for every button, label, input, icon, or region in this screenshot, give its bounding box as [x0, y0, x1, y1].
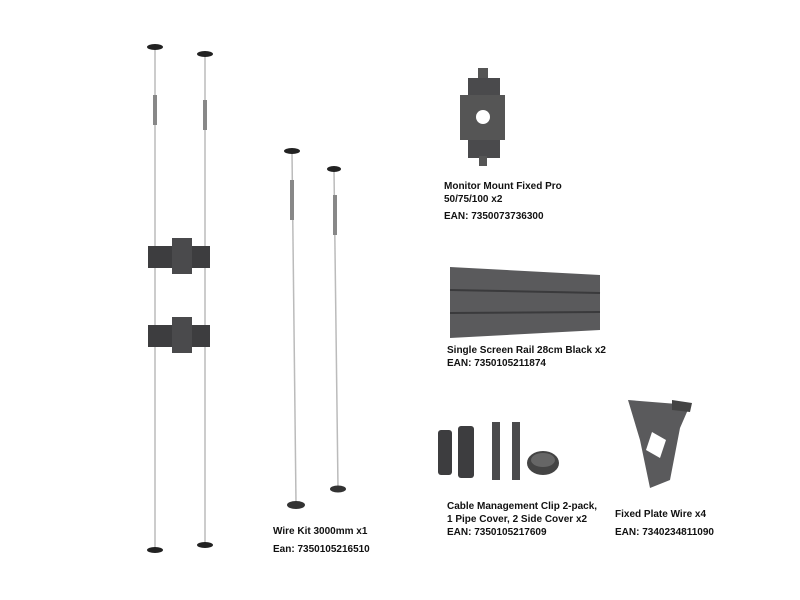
wire-kit-label: Wire Kit 3000mm x1 Ean: 7350105216510 — [273, 525, 370, 556]
item-ean: EAN: 7340234811090 — [615, 527, 714, 538]
fixed-plate-wire-illustration — [628, 400, 692, 488]
item-ean: EAN: 7350073736300 — [444, 211, 544, 222]
monitor-mount-label: Monitor Mount Fixed Pro 50/75/100 x2 EAN… — [444, 180, 562, 223]
item-name: Monitor Mount Fixed Pro — [444, 181, 562, 192]
item-name: 50/75/100 x2 — [444, 194, 503, 205]
item-ean: EAN: 7350105211874 — [447, 358, 546, 369]
cable-clip-label: Cable Management Clip 2-pack, 1 Pipe Cov… — [447, 500, 597, 539]
cable-clips-illustration — [438, 422, 559, 480]
item-name: Cable Management Clip 2-pack, — [447, 501, 598, 512]
wire-kit-illustration — [284, 148, 346, 509]
item-name: Wire Kit 3000mm x1 — [273, 526, 368, 537]
item-ean: EAN: 7350105217609 — [447, 527, 547, 538]
screen-rail-label: Single Screen Rail 28cm Black x2 EAN: 73… — [447, 344, 606, 370]
monitor-mount-illustration — [460, 68, 505, 166]
item-ean: Ean: 7350105216510 — [273, 544, 370, 555]
assembled-wire-mount-illustration — [147, 44, 213, 553]
fixed-plate-label: Fixed Plate Wire x4 EAN: 7340234811090 — [615, 508, 714, 539]
screen-rail-illustration — [449, 267, 601, 338]
item-name: Single Screen Rail 28cm Black x2 — [447, 345, 606, 356]
item-name: Fixed Plate Wire x4 — [615, 509, 707, 520]
item-name: 1 Pipe Cover, 2 Side Cover x2 — [447, 514, 588, 525]
